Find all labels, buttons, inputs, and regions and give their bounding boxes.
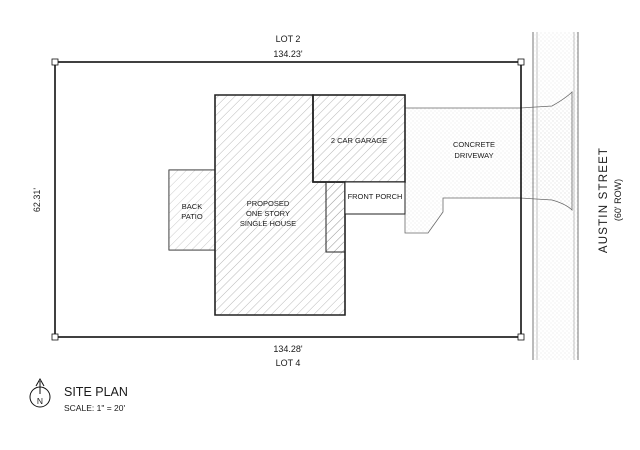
street-row: (60' ROW) [613, 179, 623, 221]
porch-label: FRONT PORCH [348, 192, 403, 201]
driveway-label-line1: CONCRETE [453, 140, 495, 149]
boundary-corner-br [517, 333, 525, 341]
front-porch [344, 181, 406, 215]
house-label-line3: SINGLE HOUSE [240, 219, 296, 228]
boundary-corner-tl [51, 58, 59, 66]
lot-top-label: LOT 2 [276, 34, 301, 44]
dim-top: 134.23' [273, 49, 303, 59]
site-plan-scale: SCALE: 1" = 20' [64, 403, 125, 413]
garage-label: 2 CAR GARAGE [331, 136, 387, 145]
back-patio [168, 169, 216, 251]
north-arrow-icon [29, 377, 51, 408]
site-plan-title: SITE PLAN [64, 385, 128, 399]
driveway-label-line2: DRIVEWAY [454, 151, 493, 160]
lot-bottom-label: LOT 4 [276, 358, 301, 368]
boundary-corner-bl [51, 333, 59, 341]
porch-column [325, 181, 346, 253]
patio-label-line2: PATIO [181, 212, 203, 221]
house-label-line2: ONE STORY [246, 209, 290, 218]
house-label-line1: PROPOSED [247, 199, 290, 208]
garage [312, 94, 406, 183]
dim-left: 62.31' [32, 188, 42, 213]
concrete-driveway [404, 91, 573, 234]
boundary-corner-tr [517, 58, 525, 66]
north-letter: N [37, 396, 43, 406]
dim-bottom: 134.28' [273, 344, 303, 354]
street-name: AUSTIN STREET [598, 147, 610, 253]
patio-label-line1: BACK [182, 202, 202, 211]
property-boundary [54, 61, 522, 338]
